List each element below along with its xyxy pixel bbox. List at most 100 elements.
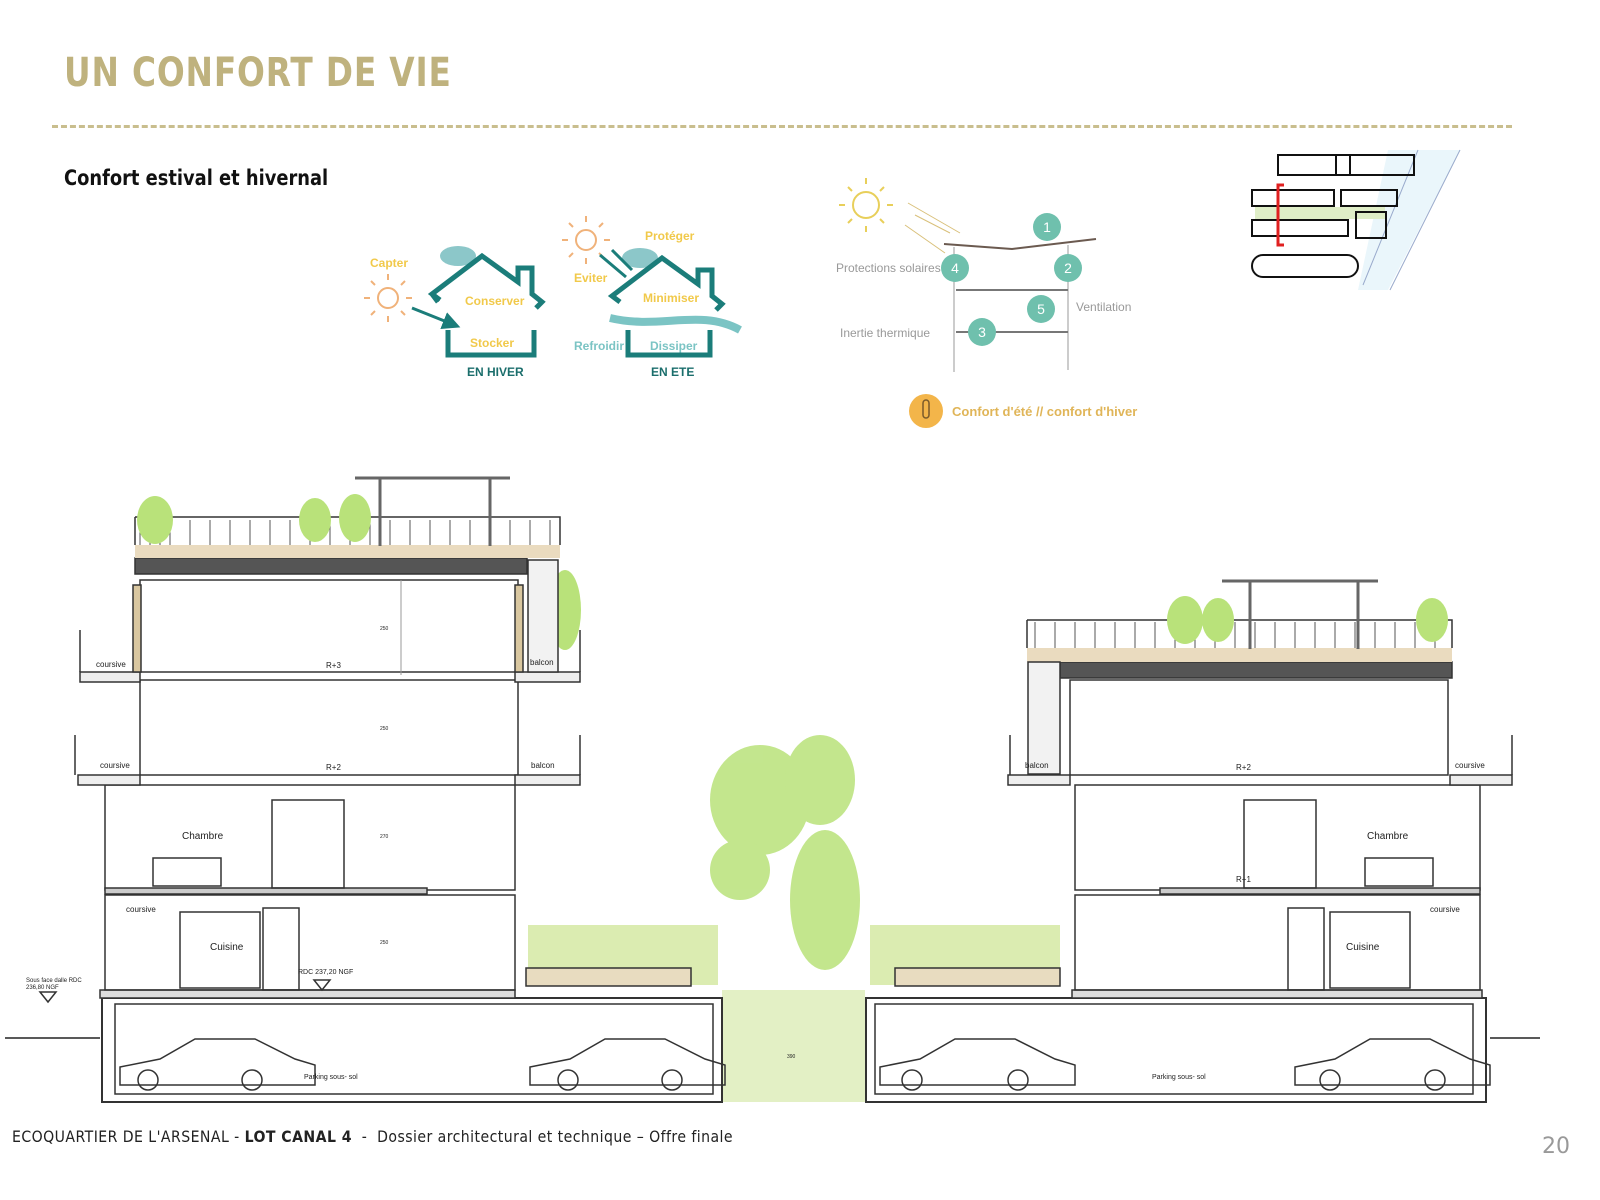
label-cuisine: Cuisine xyxy=(210,942,244,953)
principle-markers xyxy=(941,213,1082,346)
car-icon xyxy=(1294,1038,1491,1091)
house-summer-icon xyxy=(607,254,726,358)
label-ventilation: Ventilation xyxy=(1076,300,1131,314)
label-sous-face: Sous face dalle RDC xyxy=(26,978,82,984)
footer-project: ECOQUARTIER DE L'ARSENAL - xyxy=(12,1127,245,1146)
central-garden xyxy=(722,990,865,1102)
tree-illustration xyxy=(710,735,860,970)
label-chambre: Chambre xyxy=(182,831,224,842)
marker-3 xyxy=(968,318,996,346)
label-balcon: balcon xyxy=(530,658,554,667)
label-balcon: balcon xyxy=(531,761,555,770)
cloud-icon xyxy=(622,248,658,268)
marker-4 xyxy=(941,254,969,282)
arrow-icon xyxy=(599,248,634,279)
label-coursive: coursive xyxy=(100,761,130,770)
label-chambre: Chambre xyxy=(1367,831,1409,842)
stair xyxy=(1027,661,1061,775)
page-number: 20 xyxy=(1542,1134,1570,1159)
cloud-icon xyxy=(440,246,476,266)
label-dissiper: Dissiper xyxy=(650,339,698,353)
title-divider xyxy=(52,125,1512,128)
marker-2 xyxy=(1054,254,1082,282)
balconies xyxy=(1007,774,1513,786)
label-coursive: coursive xyxy=(1455,761,1485,770)
sun-icon xyxy=(839,178,893,232)
airflow-arrow-icon xyxy=(609,314,742,334)
label-balcon: balcon xyxy=(1025,761,1049,770)
marker-1 xyxy=(1033,213,1061,241)
door xyxy=(262,907,300,991)
building-section-drawing xyxy=(5,476,1540,1103)
balconies xyxy=(77,671,581,786)
level-marker-icon xyxy=(38,979,332,1004)
marker-5-label: 5 xyxy=(1037,301,1045,317)
label-minimiser: Minimiser xyxy=(643,291,699,305)
roof-line xyxy=(943,238,1097,251)
section-labels: coursive coursive coursive balcon balcon… xyxy=(26,626,1485,1081)
label-r2: R+2 xyxy=(1236,763,1251,772)
label-coursive: coursive xyxy=(96,660,126,669)
height-dim: 250 xyxy=(380,626,389,632)
height-dim: 270 xyxy=(380,834,389,840)
label-cuisine: Cuisine xyxy=(1346,942,1380,953)
thermometer-icon xyxy=(909,394,943,428)
right-building-section xyxy=(865,579,1513,1103)
door xyxy=(1287,907,1325,991)
sun-icon xyxy=(562,216,610,264)
legend-confort: Confort d'été // confort d'hiver xyxy=(952,404,1137,419)
label-eviter: Eviter xyxy=(574,271,608,285)
label-parking: Parking sous- sol xyxy=(1152,1074,1206,1081)
planter xyxy=(894,967,1061,987)
page-title: UN CONFORT DE VIE xyxy=(64,50,452,96)
label-conserver: Conserver xyxy=(465,294,525,308)
marker-4-label: 4 xyxy=(951,260,959,276)
caption-summer: EN ETE xyxy=(651,365,694,379)
roof-plants xyxy=(1167,596,1448,644)
footer-description: - Dossier architectural et technique – O… xyxy=(351,1127,734,1146)
label-capter: Capter xyxy=(370,256,408,270)
car-icon xyxy=(119,1038,316,1091)
label-r2: R+2 xyxy=(326,763,341,772)
window xyxy=(1243,799,1317,889)
pergola xyxy=(1222,579,1378,649)
label-r3: R+3 xyxy=(326,661,341,670)
marker-1-label: 1 xyxy=(1043,219,1051,235)
label-coursive: coursive xyxy=(126,905,156,914)
label-rdc-level: RDC 237,20 NGF xyxy=(298,969,353,976)
footer: ECOQUARTIER DE L'ARSENAL - LOT CANAL 4 -… xyxy=(12,1127,733,1146)
bed xyxy=(152,857,222,887)
label-refroidir: Refroidir xyxy=(574,339,624,353)
marker-3-label: 3 xyxy=(978,324,986,340)
car-icon xyxy=(529,1038,726,1091)
label-proteger: Protéger xyxy=(645,229,695,243)
window xyxy=(271,799,345,889)
label-inertie: Inertie thermique xyxy=(840,326,930,340)
planter xyxy=(525,967,692,987)
site-plan-map xyxy=(1240,149,1461,291)
height-dim: 250 xyxy=(380,726,389,732)
pergola xyxy=(355,476,510,546)
kitchen-units xyxy=(1329,911,1411,989)
season-diagram: Capter Conserver Stocker EN HIVER Protég… xyxy=(364,216,742,379)
marker-5 xyxy=(1027,295,1055,323)
sun-rays xyxy=(904,202,961,254)
label-r1: R+1 xyxy=(1236,875,1251,884)
width-dim: 390 xyxy=(787,1054,796,1060)
label-coursive: coursive xyxy=(1430,905,1460,914)
stair xyxy=(527,559,559,673)
house-winter-icon xyxy=(427,252,546,358)
section-subtitle: Confort estival et hivernal xyxy=(64,166,329,190)
label-parking: Parking sous- sol xyxy=(304,1074,358,1081)
marker-2-label: 2 xyxy=(1064,260,1072,276)
principles-diagram: 1 2 3 4 5 Protections solaires Ventilati… xyxy=(836,178,1137,428)
caption-winter: EN HIVER xyxy=(467,365,524,379)
footer-lot: LOT CANAL 4 xyxy=(244,1127,352,1146)
height-dim: 250 xyxy=(380,940,389,946)
kitchen-units xyxy=(179,911,261,989)
sun-icon xyxy=(364,274,412,322)
label-protections: Protections solaires xyxy=(836,261,941,275)
arrow-icon xyxy=(411,306,461,330)
roof-railing xyxy=(1034,622,1436,648)
